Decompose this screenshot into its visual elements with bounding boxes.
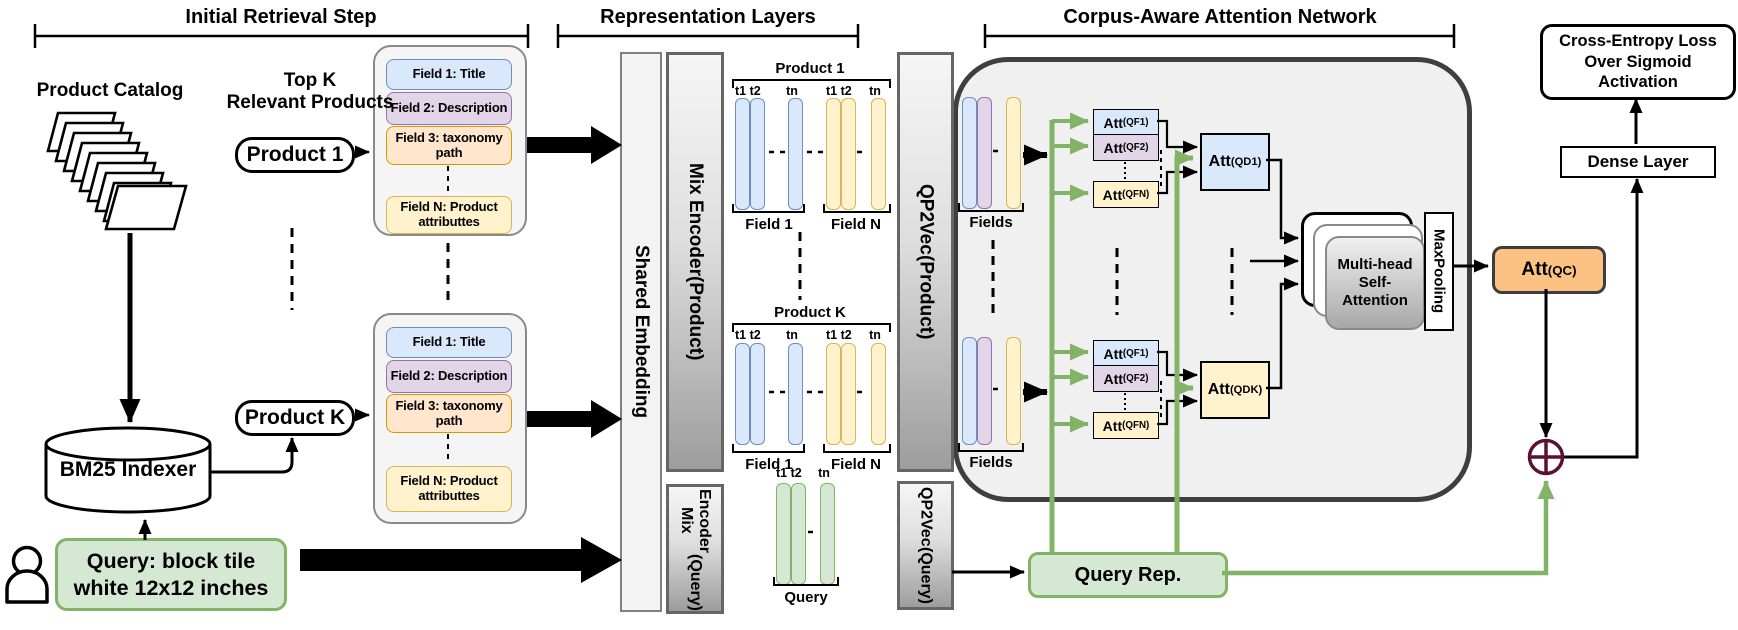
token-bar <box>750 98 765 210</box>
qp2vec-query-bar: QP2Vec (Query) <box>897 481 954 610</box>
fields-group-label: Fields <box>969 214 1013 231</box>
token-label-tn: tn <box>869 84 881 98</box>
token-label-tn: tn <box>786 84 798 98</box>
token-bar <box>735 343 750 445</box>
field-2-description: Field 2: Description <box>386 360 512 393</box>
token-label-tn: tn <box>869 328 881 342</box>
token-label-tn: tn <box>786 328 798 342</box>
token-bar <box>826 343 841 445</box>
token-label-tn: tn <box>818 466 830 480</box>
product-k-tokens-label: Product K <box>774 304 846 321</box>
top-k-label: Top K Relevant Products <box>226 70 394 113</box>
token-labels-t1t2: t1 t2 <box>735 84 761 98</box>
product-1-tokens-label: Product 1 <box>775 60 845 77</box>
mix-encoder-product-bar: Mix Encoder (Product) <box>666 52 724 472</box>
maxpooling-box: MaxPooling <box>1424 212 1454 331</box>
fields-bar <box>1006 337 1021 445</box>
token-labels-t1t2: t1 t2 <box>826 328 852 342</box>
token-labels-t1t2: t1 t2 <box>776 466 802 480</box>
token-bar <box>871 343 886 445</box>
field-1-group-label: Field 1 <box>745 216 793 233</box>
fields-group-label: Fields <box>969 454 1013 471</box>
token-bar <box>826 98 841 210</box>
fields-bar <box>962 337 977 445</box>
user-icon <box>5 545 49 604</box>
bm25-indexer-label: BM25 Indexer <box>59 458 197 481</box>
field-1-title: Field 1: Title <box>386 59 512 90</box>
field-2-description: Field 2: Description <box>386 92 512 125</box>
att-qfn-box: Att(QFN) <box>1093 412 1159 439</box>
att-qf2-box: Att(QF2) <box>1093 365 1159 392</box>
fields-bar <box>977 337 992 445</box>
qp2vec-product-bar: QP2Vec (Product) <box>897 52 954 472</box>
fields-bar <box>977 97 992 209</box>
multihead-self-attention-box: Multi-head Self- Attention <box>1325 236 1425 330</box>
token-bar <box>735 98 750 210</box>
field-n-group-label: Field N <box>830 456 881 473</box>
token-bar <box>788 343 803 445</box>
att-qdk-box: Att(QDK) <box>1200 361 1270 419</box>
att-qfn-box: Att(QFN) <box>1093 181 1159 208</box>
field-1-group-label: Field 1 <box>745 456 793 473</box>
query-rep-box: Query Rep. <box>1028 552 1228 598</box>
token-labels-t1t2: t1 t2 <box>826 84 852 98</box>
att-qf2-box: Att(QF2) <box>1093 134 1159 161</box>
product-k-pill: Product K <box>235 400 355 436</box>
cross-entropy-loss-box: Cross-Entropy Loss Over Sigmoid Activati… <box>1540 24 1736 100</box>
att-qc-box: Att(QC) <box>1492 246 1606 294</box>
token-bar <box>750 343 765 445</box>
query-box: Query: block tile white 12x12 inches <box>55 538 287 611</box>
dense-layer-box: Dense Layer <box>1560 146 1716 178</box>
token-bar <box>841 98 856 210</box>
product-1-fields-card: Field 1: Title Field 2: Description Fiel… <box>373 45 527 236</box>
mix-encoder-query-bar: Mix Encoder (Query) <box>666 484 724 614</box>
product-k-fields-card: Field 1: Title Field 2: Description Fiel… <box>373 313 527 524</box>
section-title-initial-retrieval: Initial Retrieval Step <box>185 6 377 28</box>
token-bar <box>871 98 886 210</box>
token-bar <box>791 483 806 585</box>
section-title-representation-layers: Representation Layers <box>600 6 816 28</box>
att-qf1-box: Att(QF1) <box>1093 340 1159 367</box>
fields-bar <box>962 97 977 209</box>
product-catalog-stack-icon <box>46 111 188 231</box>
token-labels-t1t2: t1 t2 <box>735 328 761 342</box>
section-title-corpus-attention: Corpus-Aware Attention Network <box>1063 6 1377 28</box>
query-group-label: Query <box>784 589 828 606</box>
fields-bar <box>1006 97 1021 209</box>
token-bar <box>820 483 835 585</box>
shared-embedding-bar: Shared Embedding <box>620 52 662 612</box>
token-bar <box>841 343 856 445</box>
field-1-title: Field 1: Title <box>386 327 512 358</box>
product-catalog-label: Product Catalog <box>36 80 184 101</box>
product-1-pill: Product 1 <box>235 137 355 173</box>
att-qd1-box: Att(QD1) <box>1200 133 1270 191</box>
token-bar <box>788 98 803 210</box>
token-bar <box>776 483 791 585</box>
field-n-group-label: Field N <box>830 216 881 233</box>
att-qf1-box: Att(QF1) <box>1093 109 1159 136</box>
